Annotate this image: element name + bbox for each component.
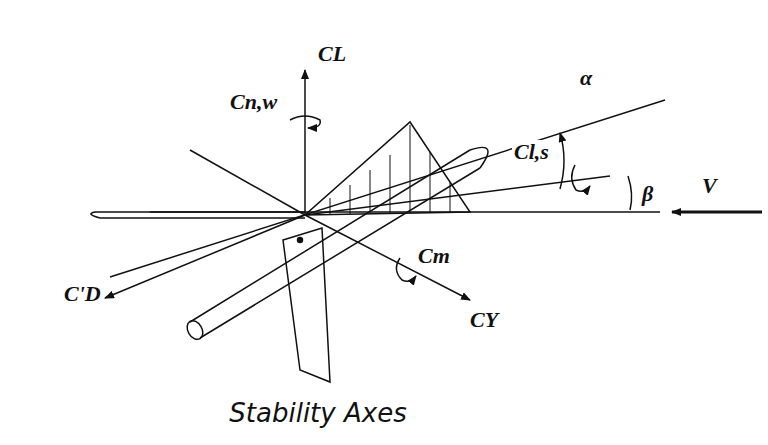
velocity-label: V bbox=[700, 174, 719, 198]
moment-label: Cl,s bbox=[512, 140, 551, 164]
moment-label: Cm bbox=[416, 244, 452, 268]
force-label: C'D bbox=[62, 282, 103, 306]
force-label: CL bbox=[316, 42, 348, 66]
force-label: CY bbox=[468, 308, 500, 332]
moment-label: Cn,w bbox=[228, 90, 279, 114]
caption: Stability Axes bbox=[229, 398, 406, 428]
angle-label: α bbox=[578, 66, 594, 90]
angle-label: β bbox=[640, 182, 655, 206]
